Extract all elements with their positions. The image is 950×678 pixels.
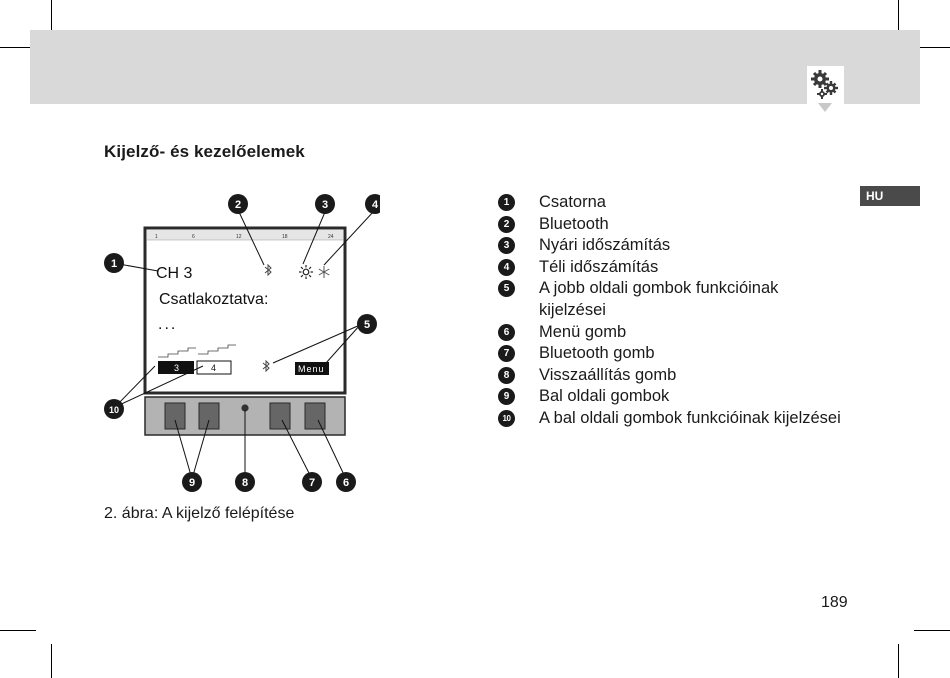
legend-number: 3 bbox=[498, 237, 515, 255]
legend-number: 7 bbox=[498, 345, 515, 363]
legend-text: Bluetooth gomb bbox=[539, 344, 655, 363]
crop-mark bbox=[0, 630, 36, 631]
callout-badge: 10 bbox=[104, 399, 124, 419]
legend-number: 9 bbox=[498, 388, 515, 406]
callout-badge: 1 bbox=[104, 253, 124, 273]
legend-text: Téli időszámítás bbox=[539, 257, 659, 276]
legend-item: 8 Visszaállítás gomb bbox=[498, 365, 841, 387]
legend-item: 3 Nyári időszámítás bbox=[498, 235, 841, 257]
language-tab: HU bbox=[860, 186, 920, 206]
svg-text:5: 5 bbox=[364, 319, 370, 331]
callout-badge: 7 bbox=[302, 472, 322, 492]
legend-item: 1 Csatorna bbox=[498, 192, 841, 214]
bluetooth-button bbox=[269, 402, 291, 430]
crop-mark bbox=[914, 47, 950, 48]
left-key-label-2 bbox=[196, 360, 232, 375]
legend-text: Menü gomb bbox=[539, 322, 627, 341]
callout-badge: 5 bbox=[357, 314, 377, 334]
channel-readout: CH 3 bbox=[156, 265, 193, 282]
crop-mark bbox=[51, 644, 52, 678]
callout-badge: 8 bbox=[235, 472, 255, 492]
legend-number: 1 bbox=[498, 194, 515, 211]
legend-text: A jobb oldali gombok funkcióinak kijelzé… bbox=[539, 279, 779, 319]
svg-text:1: 1 bbox=[111, 258, 117, 270]
display-diagram: 1 6 12 18 24 CH 3 Csatlakoztatva: ... 3 … bbox=[104, 194, 380, 492]
header-band bbox=[30, 30, 920, 104]
svg-text:8: 8 bbox=[242, 477, 248, 489]
left-button-2 bbox=[198, 402, 220, 430]
sun-icon bbox=[299, 265, 313, 279]
legend-text: Csatorna bbox=[539, 193, 606, 211]
bluetooth-icon bbox=[264, 263, 272, 277]
legend-item: 9 Bal oldali gombok bbox=[498, 386, 841, 408]
legend-text: Nyári időszámítás bbox=[539, 236, 671, 255]
page-number: 189 bbox=[821, 594, 848, 611]
legend-number: 6 bbox=[498, 323, 515, 341]
figure-caption: 2. ábra: A kijelző felépítése bbox=[104, 505, 295, 522]
left-key-label-1-text: 3 bbox=[174, 363, 179, 373]
legend-number: 2 bbox=[498, 215, 515, 233]
callout-badge: 4 bbox=[365, 194, 380, 214]
crop-mark bbox=[898, 0, 899, 34]
legend-item: 10 A bal oldali gombok funkcióinak kijelz… bbox=[498, 408, 841, 430]
svg-text:4: 4 bbox=[372, 199, 379, 211]
legend-number: 5 bbox=[498, 280, 515, 298]
callout-badge: 6 bbox=[336, 472, 356, 492]
crop-mark bbox=[0, 47, 36, 48]
svg-text:7: 7 bbox=[309, 477, 315, 489]
crop-mark bbox=[898, 644, 899, 678]
connection-status: Csatlakoztatva: bbox=[159, 291, 268, 308]
crop-mark bbox=[914, 630, 950, 631]
svg-text:10: 10 bbox=[109, 405, 119, 415]
legend-text: Visszaállítás gomb bbox=[539, 365, 677, 384]
gears-icon bbox=[807, 66, 844, 104]
badge-pointer bbox=[818, 103, 832, 112]
left-button-1 bbox=[164, 402, 186, 430]
legend-item: 5 A jobb oldali gombok funkcióinak kijelz… bbox=[498, 278, 789, 321]
legend-item: 2 Bluetooth bbox=[498, 214, 841, 236]
svg-text:9: 9 bbox=[189, 477, 195, 489]
legend-item: 7 Bluetooth gomb bbox=[498, 343, 841, 365]
hour-tick: 24 bbox=[328, 234, 334, 240]
reset-button bbox=[241, 404, 249, 412]
callout-badge: 3 bbox=[315, 194, 335, 214]
legend-text: A bal oldali gombok funkcióinak kijelzés… bbox=[539, 408, 841, 427]
step-graphic bbox=[198, 344, 236, 355]
bluetooth-key-icon bbox=[262, 359, 270, 373]
legend-item: 4 Téli időszámítás bbox=[498, 257, 841, 279]
menu-button bbox=[304, 402, 326, 430]
hour-scale bbox=[147, 230, 343, 240]
section-title: Kijelző- és kezelőelemek bbox=[104, 142, 305, 161]
svg-text:2: 2 bbox=[235, 199, 241, 211]
hour-tick: 12 bbox=[236, 234, 242, 240]
step-graphic bbox=[158, 347, 196, 358]
left-key-label-1 bbox=[158, 361, 194, 374]
snowflake-icon bbox=[318, 266, 330, 278]
legend-number: 10 bbox=[498, 409, 515, 427]
hour-tick: 6 bbox=[192, 234, 195, 240]
menu-key-label-text: Menu bbox=[298, 364, 325, 374]
progress-dots: ... bbox=[158, 316, 177, 333]
legend-text: Bal oldali gombok bbox=[539, 387, 670, 406]
svg-text:3: 3 bbox=[322, 199, 328, 211]
callout-badge: 2 bbox=[228, 194, 248, 214]
callout-badge: 9 bbox=[182, 472, 202, 492]
legend-number: 8 bbox=[498, 366, 515, 384]
legend-text: Bluetooth bbox=[539, 214, 609, 233]
svg-text:6: 6 bbox=[343, 477, 349, 489]
hour-tick: 1 bbox=[155, 234, 158, 240]
left-key-label-2-text: 4 bbox=[211, 363, 216, 373]
legend-item: 6 Menü gomb bbox=[498, 322, 841, 344]
legend-number: 4 bbox=[498, 258, 515, 276]
hour-tick: 18 bbox=[282, 234, 288, 240]
crop-mark bbox=[51, 0, 52, 34]
menu-key-label bbox=[295, 362, 329, 375]
